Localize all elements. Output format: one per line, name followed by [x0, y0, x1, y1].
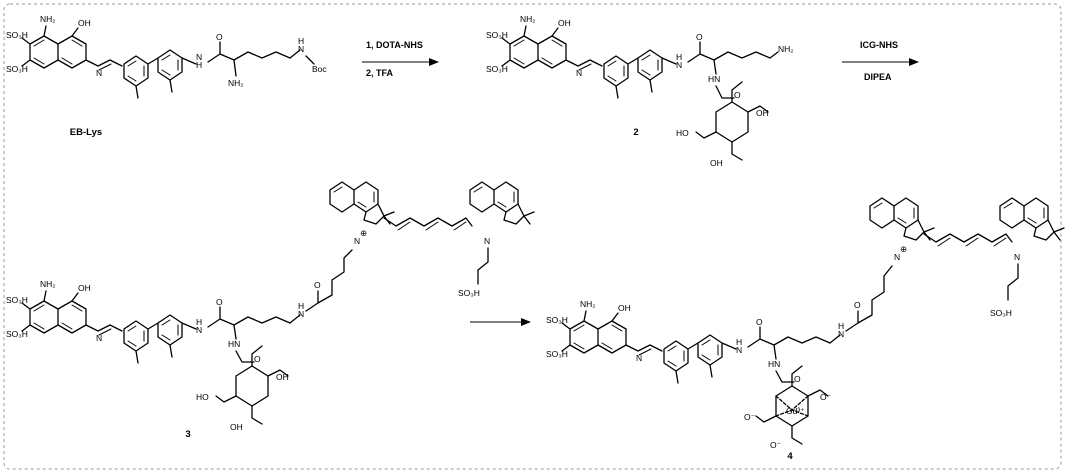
svg-text:NH₂: NH₂: [40, 14, 56, 24]
svg-text:NH₂: NH₂: [580, 299, 596, 309]
svg-text:SO₃H: SO₃H: [990, 308, 1012, 318]
svg-text:O: O: [216, 297, 223, 307]
arrow-1-condition-2: 2, TFA: [366, 68, 394, 78]
svg-text:N: N: [484, 236, 490, 246]
svg-text:HO: HO: [676, 128, 689, 138]
svg-text:NH₂: NH₂: [520, 14, 536, 24]
svg-text:H: H: [196, 317, 202, 327]
svg-text:O: O: [756, 317, 763, 327]
svg-text:OH: OH: [230, 422, 243, 432]
svg-text:SO₃H: SO₃H: [458, 288, 480, 298]
svg-text:N: N: [196, 325, 202, 335]
svg-text:N: N: [354, 236, 360, 246]
svg-text:N: N: [894, 252, 900, 262]
svg-text:SO₃H: SO₃H: [546, 315, 568, 325]
svg-text:Gd³⁺: Gd³⁺: [786, 406, 805, 416]
svg-text:H: H: [676, 52, 682, 62]
svg-text:N: N: [676, 60, 682, 70]
svg-text:H: H: [298, 36, 304, 46]
svg-text:NH₂: NH₂: [778, 44, 794, 54]
svg-text:O⁻: O⁻: [770, 440, 782, 450]
svg-text:SO₃H: SO₃H: [6, 329, 28, 339]
svg-text:O: O: [254, 354, 261, 364]
svg-text:SO₃H: SO₃H: [6, 64, 28, 74]
compound-2-label: 2: [633, 127, 638, 138]
svg-text:OH: OH: [78, 18, 91, 28]
svg-text:SO₃H: SO₃H: [546, 349, 568, 359]
svg-text:O: O: [314, 280, 321, 290]
svg-text:OH: OH: [558, 18, 571, 28]
svg-text:OH: OH: [756, 108, 769, 118]
arrow-2-condition-2: DIPEA: [864, 72, 892, 82]
svg-text:N: N: [298, 309, 304, 319]
svg-text:NH₂: NH₂: [228, 78, 244, 88]
svg-text:O: O: [854, 300, 861, 310]
svg-text:Boc: Boc: [312, 64, 327, 74]
svg-text:N: N: [636, 353, 642, 363]
svg-text:N: N: [196, 52, 202, 62]
compound-2-structure: SO₃H SO₃H NH₂ OH N H N O NH₂ HN O OH HO …: [486, 14, 794, 168]
scheme-frame: [3, 3, 1062, 470]
svg-text:OH: OH: [618, 303, 631, 313]
svg-text:SO₃H: SO₃H: [486, 30, 508, 40]
svg-text:OH: OH: [710, 158, 723, 168]
svg-text:HO: HO: [196, 392, 209, 402]
svg-text:N: N: [298, 44, 304, 54]
svg-text:SO₃H: SO₃H: [6, 295, 28, 305]
svg-text:⊕: ⊕: [360, 228, 367, 238]
svg-text:N: N: [838, 329, 844, 339]
svg-text:N: N: [1014, 252, 1020, 262]
svg-text:O⁻: O⁻: [820, 392, 832, 402]
svg-text:⊕: ⊕: [900, 244, 907, 254]
svg-text:O: O: [794, 374, 801, 384]
svg-text:N: N: [576, 68, 582, 78]
svg-text:H: H: [298, 301, 304, 311]
compound-eb-lys-structure: SO₃H SO₃H NH₂ OH N H N O NH₂ H N Boc: [6, 14, 327, 99]
svg-text:NH₂: NH₂: [40, 279, 56, 289]
compound-3-structure: SO₃H SO₃H NH₂ OH N H N O HN O OH HO OH H…: [6, 181, 535, 432]
compound-eb-lys-label: EB-Lys: [70, 127, 102, 138]
svg-text:SO₃H: SO₃H: [6, 30, 28, 40]
svg-text:H: H: [196, 60, 202, 70]
svg-text:N: N: [736, 345, 742, 355]
svg-text:HN: HN: [768, 359, 780, 369]
svg-text:OH: OH: [276, 372, 289, 382]
svg-text:O⁻: O⁻: [744, 412, 756, 422]
svg-text:H: H: [736, 337, 742, 347]
arrow-1-condition-1: 1, DOTA-NHS: [366, 40, 423, 50]
compound-3-label: 3: [185, 429, 190, 440]
svg-text:HN: HN: [708, 74, 720, 84]
svg-text:N: N: [96, 68, 102, 78]
compound-4-structure: SO₃H SO₃H NH₂ OH N H N O HN O Gd³⁺ O⁻ O⁻…: [546, 197, 1065, 450]
arrow-2-condition-1: ICG-NHS: [860, 40, 898, 50]
svg-text:OH: OH: [78, 283, 91, 293]
svg-text:H: H: [838, 321, 844, 331]
svg-text:N: N: [96, 333, 102, 343]
svg-text:O: O: [696, 32, 703, 42]
svg-text:O: O: [734, 90, 741, 100]
svg-text:O: O: [216, 32, 223, 42]
compound-4-label: 4: [787, 451, 793, 462]
svg-text:HN: HN: [228, 339, 240, 349]
svg-text:SO₃H: SO₃H: [486, 64, 508, 74]
